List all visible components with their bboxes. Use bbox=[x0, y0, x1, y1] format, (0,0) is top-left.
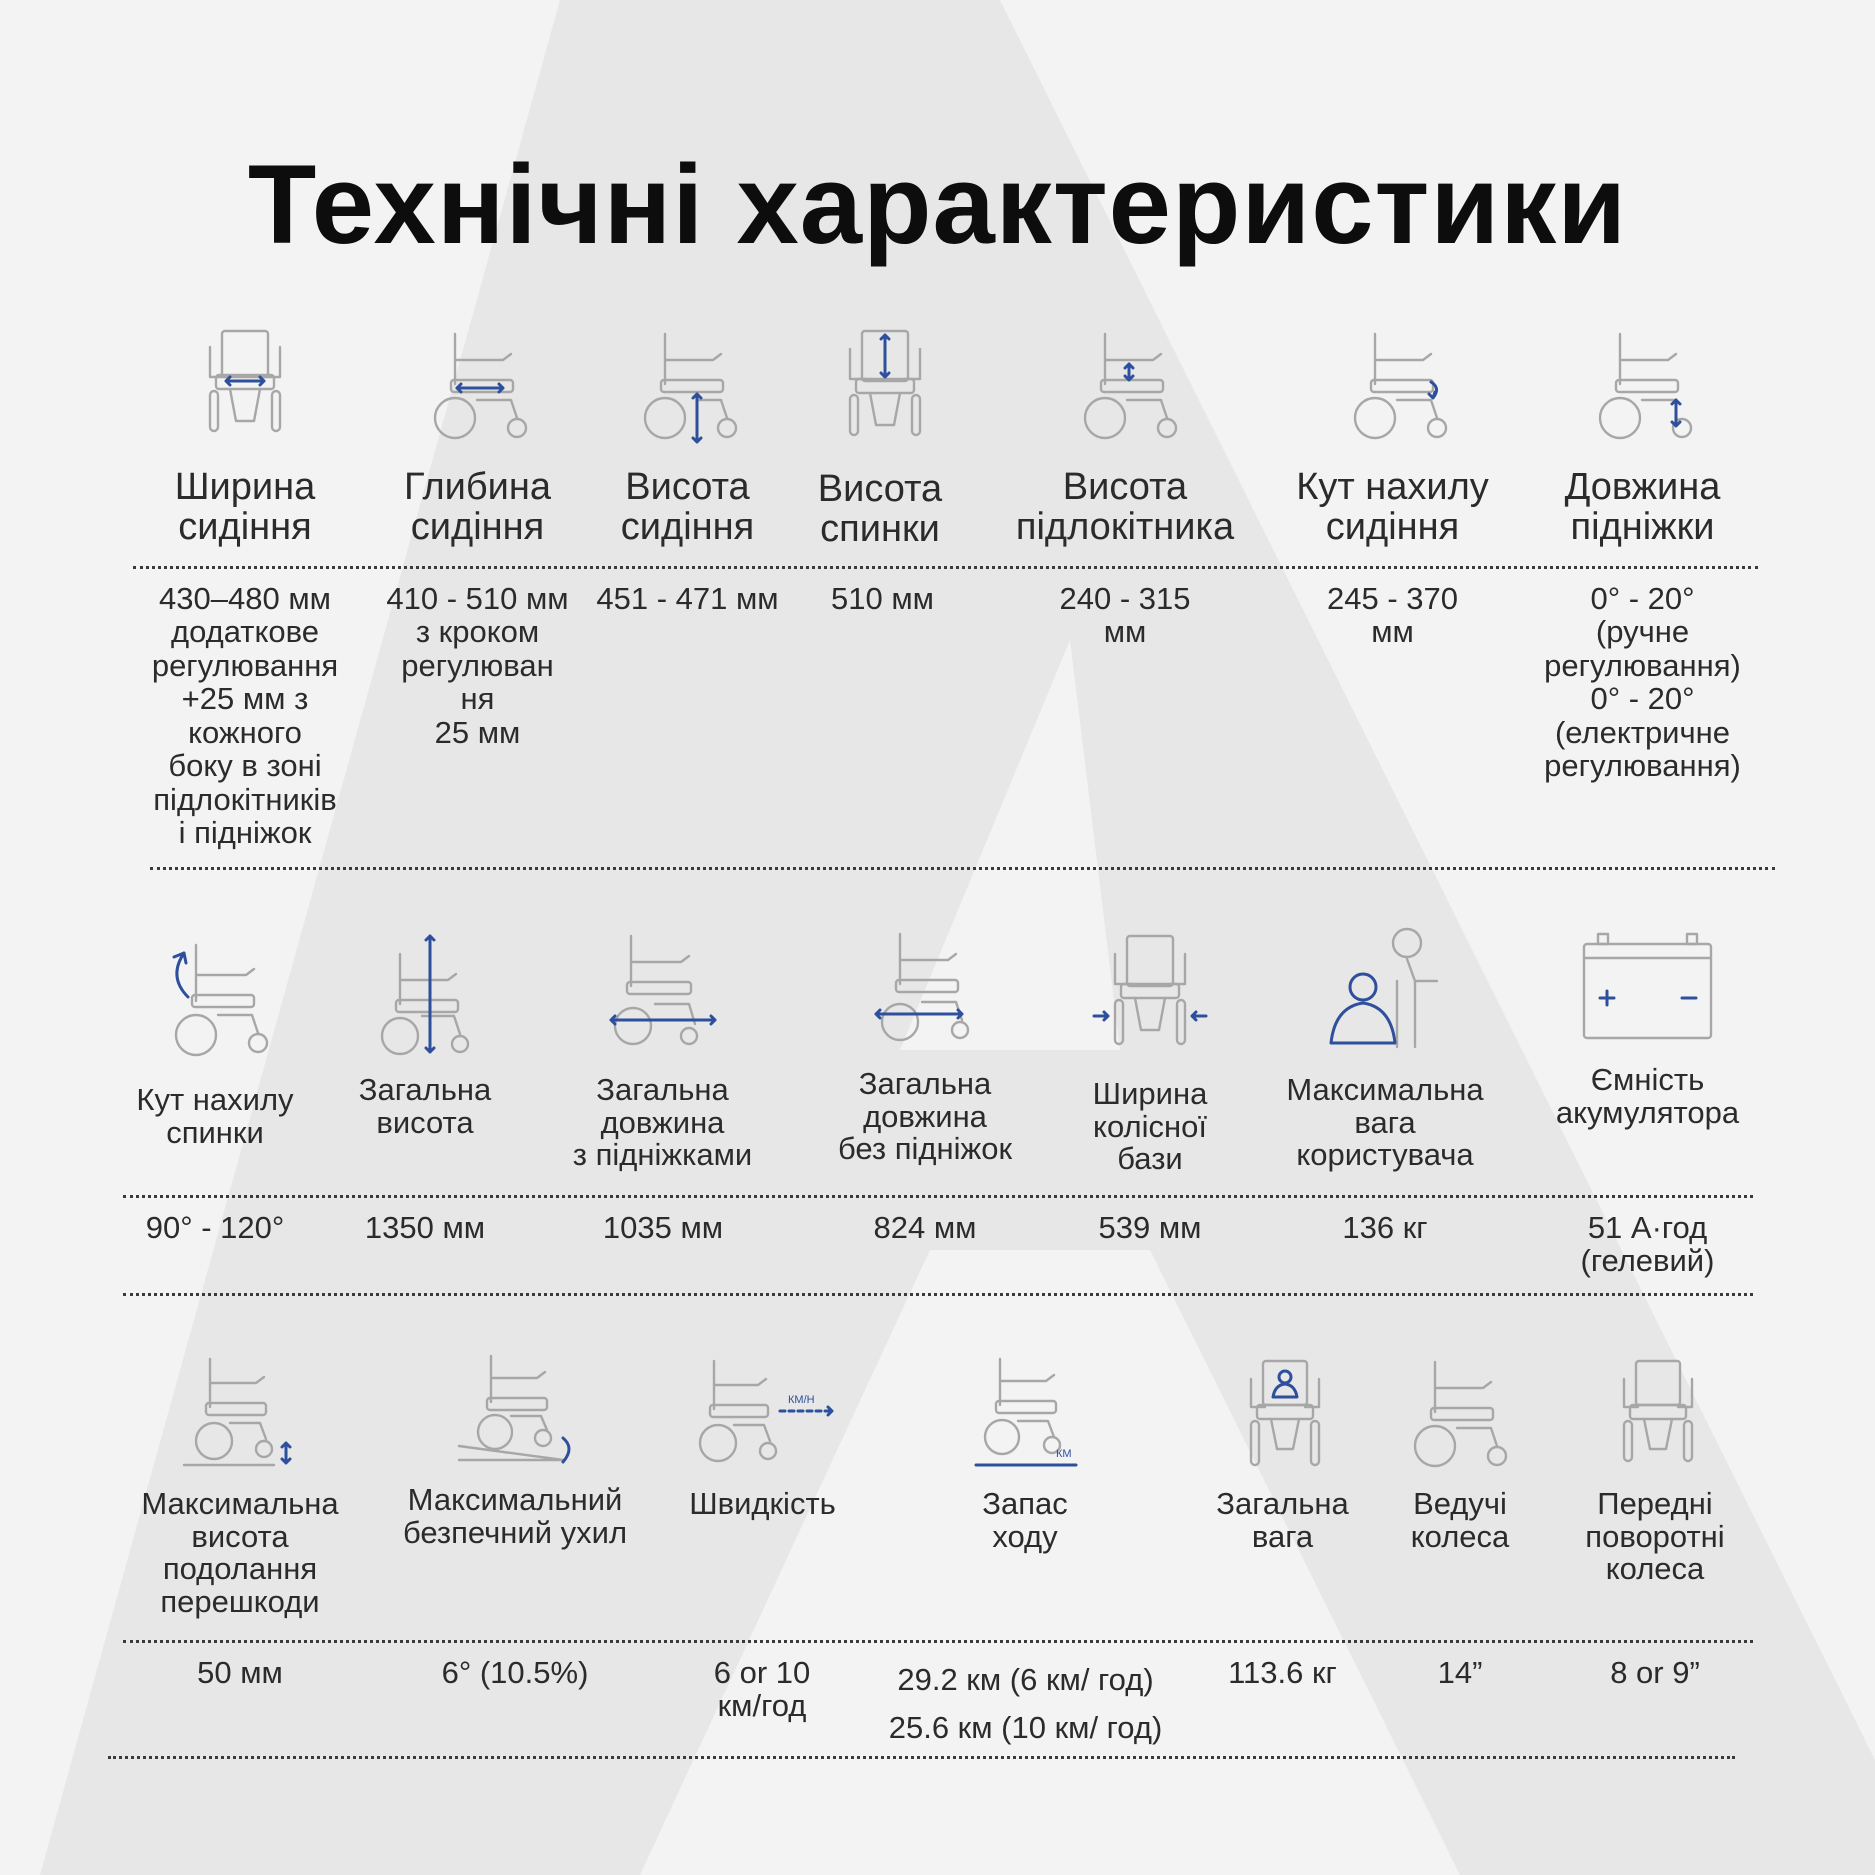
seat-width-icon bbox=[200, 325, 290, 435]
label-drive-wheels: Ведучі колеса bbox=[1410, 1486, 1510, 1554]
label-length-with-footrests: Загальна довжина з підніжками bbox=[572, 1072, 753, 1173]
value-length-with-footrests: 1035 мм bbox=[602, 1210, 724, 1245]
max-user-weight-icon bbox=[1325, 925, 1445, 1055]
value-footrest-length: 0° - 20° (ручне регулювання) 0° - 20° (е… bbox=[1544, 581, 1741, 784]
divider-row3-footer bbox=[108, 1756, 1735, 1759]
value-backrest-tilt: 90° - 120° bbox=[145, 1210, 285, 1245]
footrest-length-icon bbox=[1590, 330, 1700, 440]
range-icon: КМ bbox=[970, 1355, 1080, 1470]
value-front-caster-wheels: 8 or 9” bbox=[1610, 1655, 1700, 1690]
svg-text:КМ/Н: КМ/Н bbox=[788, 1394, 815, 1406]
label-armrest-height: Висота підлокітника bbox=[1015, 466, 1235, 548]
value-drive-wheels: 14” bbox=[1437, 1655, 1483, 1690]
value-max-user-weight: 136 кг bbox=[1342, 1210, 1428, 1245]
value-armrest-height: 240 - 315 мм bbox=[1059, 581, 1191, 650]
label-seat-tilt: Кут нахилу сидіння bbox=[1296, 466, 1489, 548]
value-backrest-height: 510 мм bbox=[831, 581, 934, 616]
total-weight-icon bbox=[1245, 1355, 1325, 1470]
divider-row3-header bbox=[123, 1640, 1753, 1643]
seat-height-icon bbox=[635, 330, 745, 445]
max-safe-slope-icon bbox=[455, 1352, 580, 1467]
seat-depth-icon bbox=[425, 330, 535, 440]
label-speed: Швидкість bbox=[689, 1486, 836, 1521]
label-max-user-weight: Максимальна вага користувача bbox=[1286, 1072, 1484, 1173]
label-seat-width: Ширина сидіння bbox=[174, 466, 316, 548]
label-total-height: Загальна висота bbox=[358, 1072, 492, 1140]
length-with-footrests-icon bbox=[605, 930, 720, 1055]
label-wheelbase-width: Ширина колісної бази bbox=[1092, 1076, 1208, 1177]
front-caster-wheels-icon bbox=[1618, 1355, 1698, 1465]
value-seat-width: 430–480 мм додаткове регулювання +25 мм … bbox=[151, 581, 339, 851]
speed-icon: КМ/Н bbox=[690, 1357, 840, 1467]
label-backrest-height: Висота спинки bbox=[817, 468, 943, 550]
backrest-tilt-icon bbox=[160, 935, 275, 1060]
length-without-footrests-icon bbox=[870, 930, 980, 1055]
value-seat-height: 451 - 471 мм bbox=[596, 581, 779, 616]
label-seat-height: Висота сидіння bbox=[620, 466, 755, 548]
value-max-obstacle-height: 50 мм bbox=[197, 1655, 283, 1690]
drive-wheels-icon bbox=[1405, 1358, 1515, 1468]
label-battery-capacity: Ємність акумулятора bbox=[1555, 1062, 1740, 1130]
armrest-height-icon bbox=[1075, 330, 1185, 440]
label-max-obstacle-height: Максимальна висота подолання перешкоди bbox=[141, 1486, 339, 1619]
value-wheelbase-width: 539 мм bbox=[1098, 1210, 1202, 1245]
value-total-height: 1350 мм bbox=[364, 1210, 486, 1245]
label-front-caster-wheels: Передні поворотні колеса bbox=[1585, 1486, 1725, 1587]
divider-row1-footer bbox=[150, 867, 1775, 870]
page-title: Технічні характеристики bbox=[247, 142, 1628, 267]
label-seat-depth: Глибина сидіння bbox=[404, 466, 551, 548]
label-max-safe-slope: Максимальний безпечний ухил bbox=[402, 1482, 628, 1550]
label-footrest-length: Довжина підніжки bbox=[1564, 466, 1721, 548]
divider-row2-footer bbox=[123, 1293, 1753, 1296]
value-total-weight: 113.6 кг bbox=[1228, 1655, 1337, 1690]
backrest-height-icon bbox=[840, 325, 930, 440]
divider-row2-header bbox=[123, 1195, 1753, 1198]
value-range: 29.2 км (6 км/ год) 25.6 км (10 км/ год) bbox=[888, 1662, 1163, 1746]
value-max-safe-slope: 6° (10.5%) bbox=[441, 1655, 589, 1690]
value-speed: 6 or 10 км/год bbox=[713, 1655, 811, 1724]
label-total-weight: Загальна вага bbox=[1216, 1486, 1349, 1554]
label-range: Запас ходу bbox=[982, 1486, 1068, 1554]
value-seat-depth: 410 - 510 мм з кроком регулюван ня 25 мм bbox=[386, 581, 569, 750]
label-length-without-footrests: Загальна довжина без підніжок bbox=[837, 1066, 1013, 1167]
max-obstacle-height-icon bbox=[180, 1355, 295, 1470]
svg-text:КМ: КМ bbox=[1056, 1448, 1072, 1460]
label-backrest-tilt: Кут нахилу спинки bbox=[136, 1082, 294, 1150]
total-height-icon bbox=[370, 930, 485, 1056]
wheelbase-width-icon bbox=[1090, 930, 1210, 1055]
battery-icon bbox=[1580, 930, 1715, 1042]
value-length-without-footrests: 824 мм bbox=[873, 1210, 977, 1245]
seat-tilt-icon bbox=[1345, 330, 1455, 440]
value-seat-tilt: 245 - 370 мм bbox=[1327, 581, 1458, 650]
value-battery-capacity: 51 А·год (гелевий) bbox=[1580, 1210, 1715, 1279]
divider-row1-header bbox=[133, 566, 1758, 569]
